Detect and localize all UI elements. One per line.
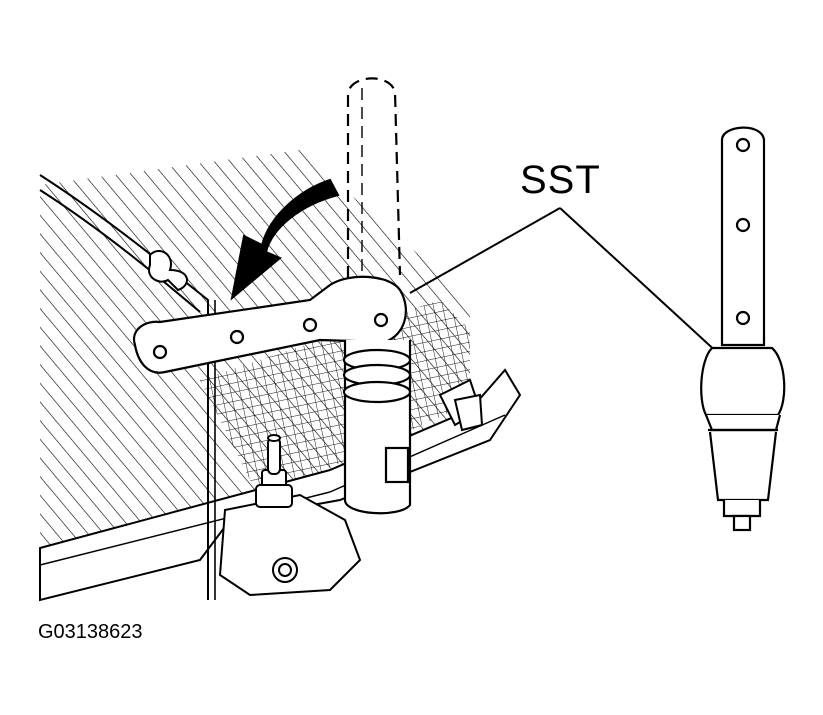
phantom-handle xyxy=(346,77,402,278)
callout-leaders xyxy=(409,207,721,356)
sst-label: SST xyxy=(520,158,601,202)
installed-tool xyxy=(132,275,412,515)
sst-tool xyxy=(700,126,786,532)
figure-id: G03138623 xyxy=(38,621,143,643)
hose-lines xyxy=(39,174,216,600)
drain-cock xyxy=(218,434,362,597)
rotation-arrow-icon xyxy=(230,178,340,301)
